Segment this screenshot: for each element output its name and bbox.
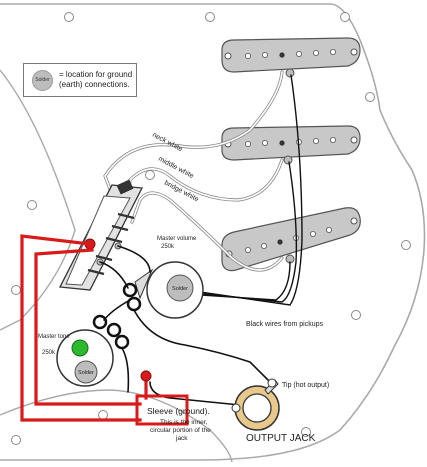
volume-title: Master volume [157,236,197,242]
solder-swatch-icon: Solder [32,70,53,91]
screw-hole [205,12,215,22]
screw-holes [11,12,411,445]
five-way-switch [58,179,144,291]
tone-ground-solder [140,370,152,382]
tone-ground-wire [121,347,130,393]
middle-white-label: middle white [157,156,195,180]
middle-white-wire [124,158,284,216]
neck-white-label: neck white [151,132,184,154]
screw-hole [401,240,411,250]
legend-text: = location for ground (earth) connection… [59,70,133,89]
output-jack [231,378,280,431]
tone-solder-label: Solder [78,370,94,376]
screw-hole [301,427,311,437]
screw-hole [365,92,375,102]
volume-value: 250k [161,244,175,250]
jack-sleeve-wire [149,381,251,407]
output-jack-title: OUTPUT JACK [246,433,316,444]
tone-value: 250k [42,350,56,356]
screw-hole [27,200,37,210]
screw-hole [340,12,350,22]
middle-black-wire [185,161,298,303]
ground-wire-inner [34,248,142,406]
screw-hole [145,170,155,180]
sleeve-label: Sleeve (ground). [147,406,210,416]
volume-solder-label: Solder [172,286,188,292]
pickguard-outline [0,3,426,461]
neck-black-wire [185,74,303,306]
volume-pot [122,261,204,319]
bridge-pickup [221,207,361,272]
screw-hole [98,410,108,420]
screw-hole [64,12,74,22]
volume-to-tone-wire [103,299,131,321]
bridge-black-wire [185,261,291,301]
neck-pickup [221,37,361,78]
ground-wire-outer [20,234,142,422]
pickguard-inner-curve [0,69,76,331]
black-wires-label: Black wires from pickups [246,321,324,328]
volume-to-jack-wire [133,309,271,383]
legend-swatch-label: Solder [35,77,50,83]
tone-title: Master tone [38,334,70,340]
middle-pickup [221,125,361,165]
screw-hole [11,435,21,445]
screw-hole [351,310,361,320]
sleeve-note-line2: circular portion of the [150,427,211,434]
tip-label: Tip (hot output) [282,382,329,389]
sleeve-note-line1: This is the inner, [160,419,208,426]
screw-hole [11,285,21,295]
switch-to-tone-wire [117,245,151,273]
sleeve-note-line3: jack [175,435,188,442]
legend-box: Solder = location for ground (earth) con… [23,63,137,97]
switch-to-volume-wire [99,261,129,289]
tone-pot [56,314,130,387]
tone-capacitor [71,339,89,357]
sleeve-callout-box [135,394,189,426]
